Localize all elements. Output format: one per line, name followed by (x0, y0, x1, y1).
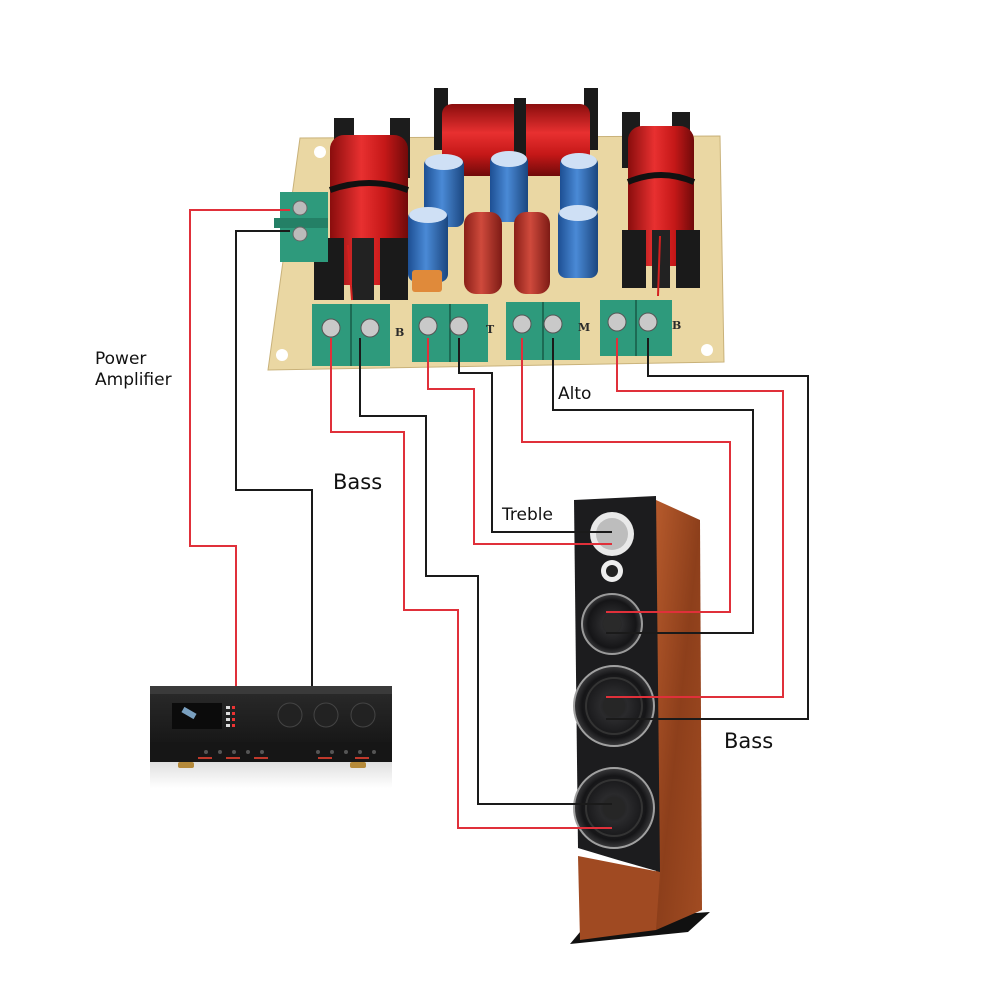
wire-bass2-positive (606, 338, 784, 698)
output-terminal-mid: M (506, 302, 590, 360)
amp-foot (350, 762, 366, 768)
label-power-amplifier-line1: Power (95, 349, 147, 369)
wire-treble-positive (427, 338, 612, 545)
wire-alto-positive (521, 338, 731, 613)
capacitor-blue (558, 205, 598, 278)
wire-amp-positive (189, 209, 290, 686)
label-bass-right: Bass (724, 729, 774, 753)
capacitor-blue (490, 151, 528, 222)
inductor-coil-left (314, 118, 410, 301)
power-amplifier (150, 686, 392, 788)
amp-knob (350, 702, 376, 728)
input-terminal-block (274, 192, 328, 262)
woofer-upper (573, 665, 655, 747)
capacitor-blue (560, 153, 598, 216)
mid-driver (581, 593, 643, 655)
amp-knob (277, 702, 303, 728)
mount-hole (276, 349, 288, 361)
label-bass-left: Bass (333, 470, 383, 494)
mount-hole (314, 146, 326, 158)
capacitor-blue (408, 207, 448, 282)
mount-hole (701, 344, 713, 356)
amp-display (172, 703, 222, 729)
wire-bass2-negative (606, 338, 809, 720)
output-terminal-treble: T (412, 304, 495, 362)
inductor-coil-top (434, 88, 598, 178)
wire-bass-positive (330, 338, 612, 829)
amp-foot (178, 762, 194, 768)
wire-treble-negative (458, 338, 612, 533)
woofer-lower (573, 767, 655, 849)
inductor-coil-right (622, 112, 700, 297)
capacitor-small-orange (412, 270, 442, 292)
amp-knob (313, 702, 339, 728)
terminal-letter-mid: M (578, 321, 590, 334)
label-power-amplifier: Power Amplifier (95, 349, 172, 391)
terminal-letter-bass: B (395, 326, 404, 339)
output-terminal-bass-2: B (600, 300, 681, 356)
crossover-board: B T M B (267, 88, 725, 371)
output-terminal-bass: B (312, 304, 404, 366)
terminal-letter-bass-2: B (672, 319, 681, 332)
wire-bass-negative (359, 338, 612, 805)
capacitor-film (514, 212, 550, 294)
label-alto: Alto (558, 384, 592, 404)
capacitor-film (464, 212, 502, 294)
speaker-side-wood (656, 500, 702, 930)
label-power-amplifier-line2: Amplifier (95, 370, 172, 390)
wire-alto-negative (552, 338, 754, 634)
wire-amp-negative (235, 230, 313, 686)
terminal-letter-treble: T (486, 323, 495, 336)
label-treble: Treble (502, 505, 553, 525)
wiring (189, 209, 809, 829)
